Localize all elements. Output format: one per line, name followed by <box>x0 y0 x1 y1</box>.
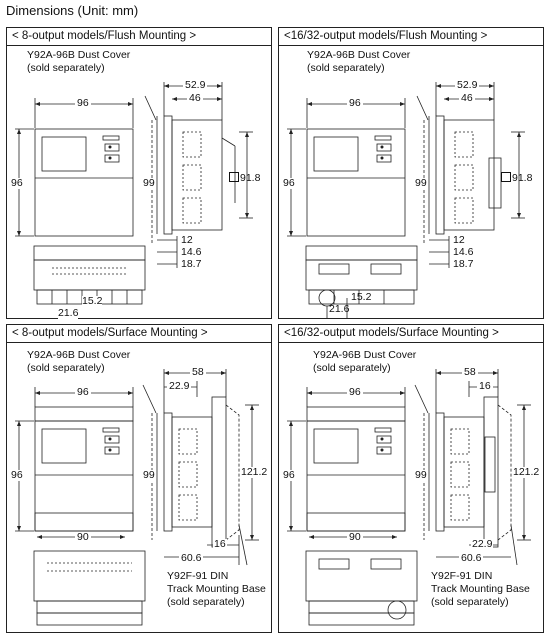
din-base-label-line2: Track Mounting Base <box>431 583 530 595</box>
drawing-8-output-flush <box>15 82 253 305</box>
square-symbol-icon <box>501 172 511 182</box>
page-title: Dimensions (Unit: mm) <box>6 3 139 18</box>
front-housing <box>34 420 134 532</box>
din-base-label-line3: (sold separately) <box>431 596 509 608</box>
dim-bottom-depth: 60.6 <box>459 552 484 564</box>
dim-bottom-a: 12 <box>181 234 193 246</box>
dim-side-depth-total: 58 <box>190 366 206 378</box>
dim-left-bottom-b: 21.6 <box>58 307 79 319</box>
dim-track-height: 121.2 <box>241 466 268 478</box>
dim-bottom-c: 18.7 <box>181 258 202 270</box>
dim-side-depth-total: 52.9 <box>455 79 480 91</box>
dim-bottom-a: 12 <box>453 234 465 246</box>
dim-base-width: 90 <box>347 531 363 543</box>
side-body <box>443 416 485 528</box>
dust-cover-label-line2: (sold separately) <box>307 62 385 74</box>
din-base-label-line2: Track Mounting Base <box>167 583 266 595</box>
drawing-16-32-output-flush <box>287 82 525 318</box>
dim-side-depth-total: 52.9 <box>183 79 208 91</box>
dim-connector-b: 21.6 <box>329 303 350 315</box>
dim-side-height: 99 <box>415 177 427 189</box>
dim-bottom-b: 14.6 <box>453 246 474 258</box>
dust-cover-label-line1: Y92A-96B Dust Cover <box>313 349 417 361</box>
dim-panel-cutout: 91.8 <box>229 172 260 184</box>
panel-heading: < 8-output models/Surface Mounting > <box>7 325 271 343</box>
dim-front-width: 96 <box>347 386 363 398</box>
dim-front-height: 96 <box>11 177 23 189</box>
dim-bottom-offset: 22.9 <box>471 538 494 550</box>
cutout-value: 91.8 <box>512 172 533 184</box>
dim-side-height: 99 <box>143 469 155 481</box>
panel-heading: < 8-output models/Flush Mounting > <box>7 28 271 46</box>
drawing-16-32-output-surface <box>287 369 531 626</box>
square-symbol-icon <box>229 172 239 182</box>
bottom-view <box>33 259 146 291</box>
dim-front-height: 96 <box>283 469 295 481</box>
dust-cover-label-line1: Y92A-96B Dust Cover <box>27 49 131 61</box>
dim-left-bottom-a: 15.2 <box>82 295 103 307</box>
dim-side-height: 99 <box>143 177 155 189</box>
din-base-label-line1: Y92F-91 DIN <box>167 570 229 582</box>
bottom-view <box>33 550 146 602</box>
dim-front-height: 96 <box>283 177 295 189</box>
panel-8-output-flush: < 8-output models/Flush Mounting > <box>6 27 272 319</box>
dim-bottom-b: 14.6 <box>181 246 202 258</box>
dim-side-depth: 16 <box>477 380 493 392</box>
dim-panel-cutout: 91.8 <box>501 172 532 184</box>
dust-cover-label-line1: Y92A-96B Dust Cover <box>27 349 131 361</box>
bottom-view <box>305 550 418 602</box>
dust-cover-label-line2: (sold separately) <box>27 362 105 374</box>
side-body <box>171 119 223 231</box>
round-connector <box>387 600 407 620</box>
din-base-label-line1: Y92F-91 DIN <box>431 570 493 582</box>
dim-side-depth: 46 <box>187 92 203 104</box>
dim-track-height: 121.2 <box>513 466 540 478</box>
bottom-view <box>305 259 418 291</box>
dim-base-width: 90 <box>75 531 91 543</box>
dim-connector-a: 15.2 <box>351 291 372 303</box>
dust-cover-label-line2: (sold separately) <box>313 362 391 374</box>
dim-side-depth: 22.9 <box>167 380 192 392</box>
din-base-label-line3: (sold separately) <box>167 596 245 608</box>
panel-heading: <16/32-output models/Flush Mounting > <box>279 28 543 46</box>
display-window <box>313 136 359 172</box>
dim-bottom-offset: 16 <box>213 538 227 550</box>
display-window <box>41 428 87 464</box>
dim-side-depth: 46 <box>459 92 475 104</box>
dust-cover-label-line2: (sold separately) <box>27 62 105 74</box>
dim-front-width: 96 <box>75 386 91 398</box>
side-body <box>443 119 495 231</box>
panel-16-32-output-surface: <16/32-output models/Surface Mounting > <box>278 324 544 633</box>
dim-front-width: 96 <box>347 97 363 109</box>
dim-bottom-depth: 60.6 <box>179 552 204 564</box>
side-body <box>171 416 213 528</box>
dim-front-height: 96 <box>11 469 23 481</box>
cutout-value: 91.8 <box>240 172 261 184</box>
display-window <box>41 136 87 172</box>
dust-cover-label-line1: Y92A-96B Dust Cover <box>307 49 411 61</box>
dim-side-depth-total: 58 <box>462 366 478 378</box>
front-housing <box>34 128 134 237</box>
display-window <box>313 428 359 464</box>
panel-heading: <16/32-output models/Surface Mounting > <box>279 325 543 343</box>
front-housing <box>306 128 406 237</box>
dim-bottom-c: 18.7 <box>453 258 474 270</box>
front-housing <box>306 420 406 532</box>
dim-front-width: 96 <box>75 97 91 109</box>
panel-8-output-surface: < 8-output models/Surface Mounting > <box>6 324 272 633</box>
panel-16-32-output-flush: <16/32-output models/Flush Mounting > <box>278 27 544 319</box>
dim-side-height: 99 <box>415 469 427 481</box>
